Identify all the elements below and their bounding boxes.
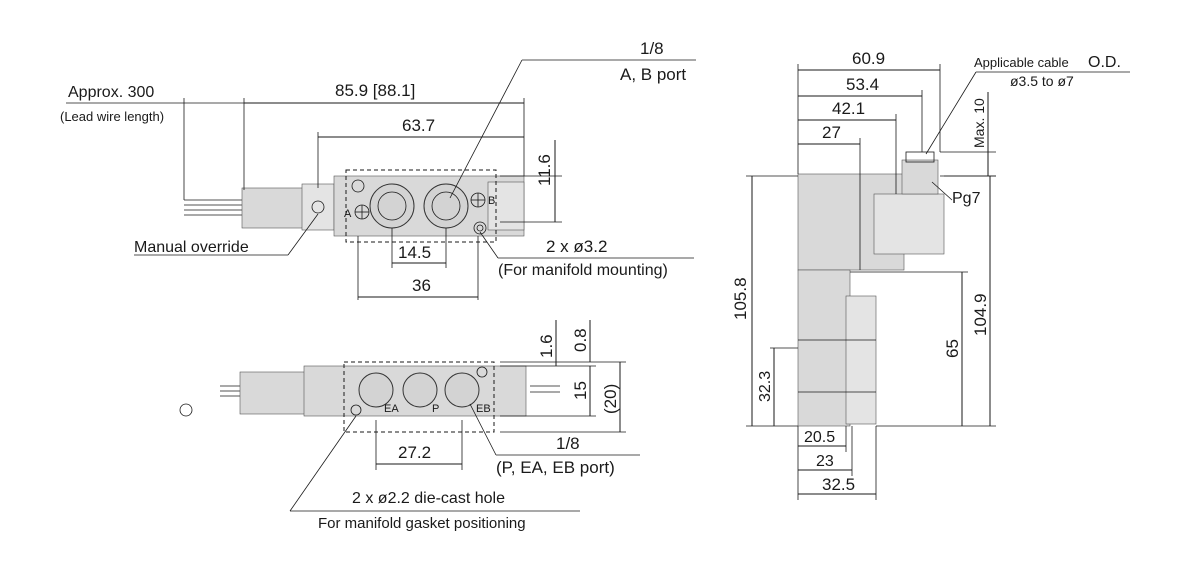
mount-hole-bottom-right xyxy=(473,221,487,235)
dim-23: 23 xyxy=(816,453,834,470)
dim-104-9: 104.9 xyxy=(971,293,990,336)
dim-105-8: 105.8 xyxy=(731,277,750,320)
gasket-hole-right xyxy=(476,366,488,378)
dim-20-5: 20.5 xyxy=(804,429,835,446)
bottom-solenoid xyxy=(239,371,307,415)
port-desc-bottom: (P, EA, EB port) xyxy=(496,458,615,477)
pg7-label: Pg7 xyxy=(952,190,981,207)
lead-wires xyxy=(184,199,244,216)
dim-0-8: 0.8 xyxy=(571,328,590,352)
dim-27: 27 xyxy=(822,123,841,142)
port-size-bottom: 1/8 xyxy=(556,434,580,453)
dim-15: 15 xyxy=(571,381,590,400)
port-b-circle xyxy=(423,183,469,229)
cable-range: ø3.5 to ø7 xyxy=(1010,73,1074,89)
port-b-marker xyxy=(470,192,486,208)
side-valve-body xyxy=(797,269,851,427)
dim-60-9: 60.9 xyxy=(852,49,885,68)
port-a-label: A xyxy=(344,208,352,220)
bottom-view: EA P EB 1.6 0.8 15 (20) 27.2 1/8 (P, EA,… xyxy=(179,320,640,532)
dim-65: 65 xyxy=(943,339,962,358)
side-view: 60.9 53.4 42.1 27 Applicable cable O.D. … xyxy=(731,49,1130,500)
height-dim-11-6: 11.6 xyxy=(535,154,554,186)
port-size-top: 1/8 xyxy=(640,39,664,58)
port-desc-top: A, B port xyxy=(620,65,686,84)
base-dim-36: 36 xyxy=(412,276,431,295)
cable-label: Applicable cable xyxy=(974,55,1069,70)
port-ea-circle xyxy=(358,372,394,408)
port-p-label: P xyxy=(432,403,439,415)
manifold-outline xyxy=(345,169,497,243)
solenoid-connector xyxy=(301,183,335,231)
gasket-hole-left xyxy=(350,404,362,416)
bottom-gasket-outline xyxy=(343,361,495,433)
dim-53-4: 53.4 xyxy=(846,75,879,94)
max-10-dim: Max. 10 xyxy=(971,98,987,148)
port-p-circle xyxy=(402,372,438,408)
dim-32-3: 32.3 xyxy=(757,371,774,402)
port-eb-label: EB xyxy=(476,403,491,415)
dim-1-6: 1.6 xyxy=(537,334,556,358)
side-cable-gland xyxy=(901,159,939,195)
pitch-dim-27-2: 27.2 xyxy=(398,443,431,462)
lead-wire-length-label: Approx. 300 xyxy=(68,84,154,101)
port-b-label: B xyxy=(488,195,495,207)
mount-hole-top-left xyxy=(351,179,365,193)
port-a-circle xyxy=(369,183,415,229)
lead-wire-length-note: (Lead wire length) xyxy=(60,109,164,124)
body-length-dim: 63.7 xyxy=(402,116,435,135)
mount-hole-note: (For manifold mounting) xyxy=(498,262,668,279)
manual-override-label: Manual override xyxy=(134,239,249,256)
dim-20: (20) xyxy=(601,384,620,414)
gasket-note-label: For manifold gasket positioning xyxy=(318,515,526,532)
side-connector xyxy=(873,193,945,255)
diecast-hole-label: 2 x ø2.2 die-cast hole xyxy=(352,490,505,507)
side-body-flange xyxy=(845,295,877,425)
dim-42-1: 42.1 xyxy=(832,99,865,118)
port-ea-label: EA xyxy=(384,403,399,415)
port-eb-circle xyxy=(444,372,480,408)
pitch-dim-14-5: 14.5 xyxy=(398,243,431,262)
port-a-marker xyxy=(354,204,370,220)
solenoid-coil xyxy=(241,187,305,229)
dim-32-5: 32.5 xyxy=(822,475,855,494)
mount-hole-dim: 2 x ø3.2 xyxy=(546,237,607,256)
top-view: A B Approx. 300 (Lead wire length) 85.9 … xyxy=(60,39,696,300)
cable-od: O.D. xyxy=(1088,54,1121,71)
manual-override-knob xyxy=(311,200,325,214)
overall-length-dim: 85.9 [88.1] xyxy=(335,81,415,100)
